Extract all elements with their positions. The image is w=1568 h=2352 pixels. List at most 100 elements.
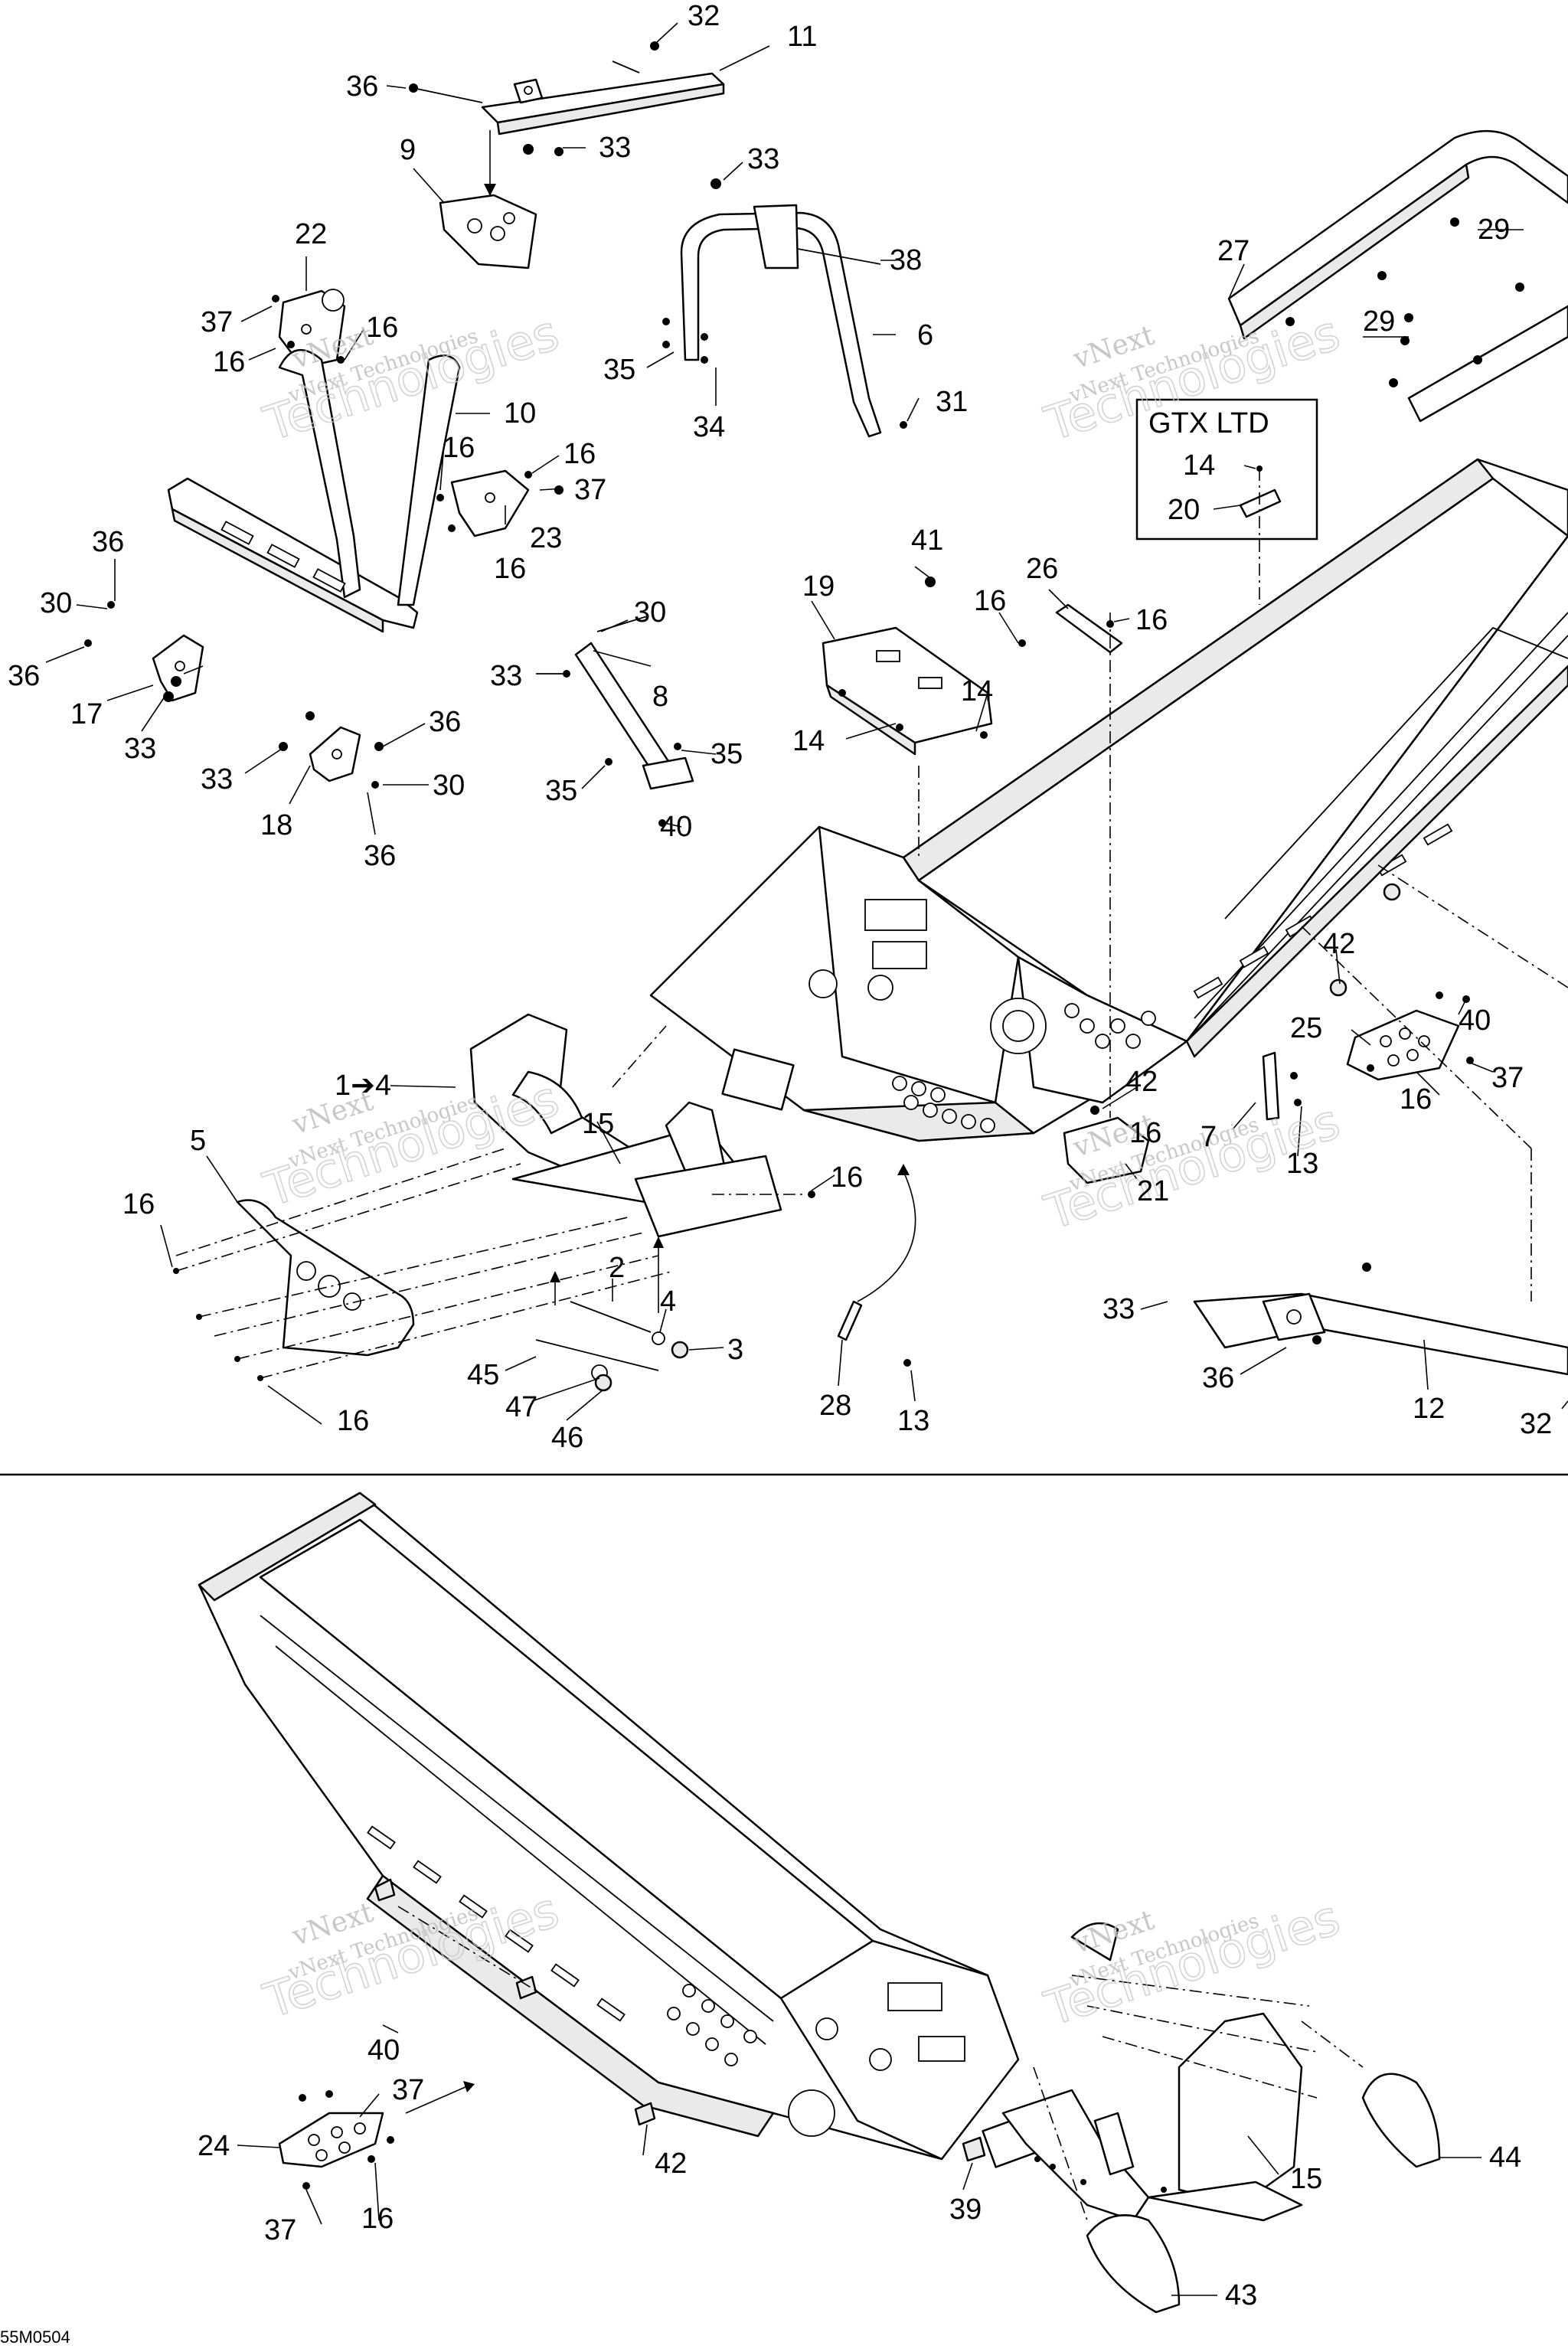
bottom-rubbers (374, 1878, 986, 2162)
callout-14: 14 (792, 725, 825, 757)
callout-37: 37 (201, 306, 233, 338)
callout-34: 34 (693, 411, 725, 443)
main-chassis-bottom (198, 1491, 1047, 2168)
hardware-dots-bottom (299, 2090, 1167, 2193)
callout-10: 10 (504, 397, 536, 430)
callout-32: 32 (688, 0, 720, 32)
callout-35: 35 (710, 738, 743, 770)
callout-31: 31 (936, 386, 968, 418)
callout-39: 39 (949, 2194, 982, 2226)
callout-47: 47 (505, 1391, 537, 1423)
callout-12: 12 (1413, 1393, 1445, 1425)
callout-42: 42 (1125, 1066, 1158, 1098)
callout-7: 7 (1200, 1121, 1217, 1153)
running-board-slots-bottom (367, 1825, 626, 2022)
callout-45: 45 (467, 1359, 499, 1391)
watermark-text: Technologies (1038, 1890, 1346, 2037)
callout-44: 44 (1489, 2141, 1521, 2174)
callout-36: 36 (1202, 1362, 1234, 1394)
part-24-footrest (278, 2081, 475, 2168)
callout-46: 46 (551, 1422, 583, 1454)
part-8-rod (574, 616, 694, 790)
part-28-pin (837, 1300, 863, 1341)
gtx-ltd-inset (1135, 398, 1318, 541)
callout-33: 33 (490, 660, 522, 692)
callout-38: 38 (890, 244, 922, 276)
callout-21: 21 (1137, 1175, 1169, 1207)
chassis-holes-bottom (667, 1984, 757, 2066)
callout-36: 36 (92, 526, 124, 558)
callout-16: 16 (564, 438, 596, 470)
callout-35: 35 (603, 354, 635, 386)
callout-19: 19 (802, 570, 835, 603)
callout-32: 32 (1520, 1408, 1552, 1440)
part-15-engine-mount-bottom (1001, 2012, 1303, 2222)
callout-27: 27 (1217, 235, 1250, 267)
callout-35: 35 (545, 775, 577, 807)
callout-30: 30 (433, 769, 465, 802)
part-11-bar (413, 60, 725, 136)
callout-6: 6 (917, 319, 933, 351)
callout-13: 13 (897, 1405, 929, 1437)
part-5-plate (236, 1199, 415, 1357)
callout-33: 33 (1102, 1293, 1135, 1325)
callout-9: 9 (400, 134, 416, 166)
callout-16: 16 (122, 1188, 155, 1220)
main-chassis-top (649, 458, 1568, 1142)
callout-33: 33 (124, 733, 156, 765)
callout-26: 26 (1026, 553, 1058, 585)
callout-29: 29 (1478, 214, 1510, 246)
callout-42: 42 (1323, 928, 1355, 960)
callout-16: 16 (337, 1405, 369, 1437)
part-9-bracket (439, 130, 537, 270)
hardware-dots-top (84, 41, 1524, 1381)
figure-code: 55M0504 (0, 2328, 70, 2347)
callout-33: 33 (201, 763, 233, 795)
part-12-rear-bar (1193, 1292, 1568, 1376)
part-23-bracket (450, 469, 530, 537)
callout-16: 16 (494, 553, 526, 585)
callout-30: 30 (40, 587, 72, 619)
callout-28: 28 (819, 1390, 851, 1422)
callout-4: 4 (660, 1285, 676, 1318)
callout-36: 36 (364, 840, 396, 872)
callout-labels: 32 11 36 33 9 33 38 22 37 16 16 10 6 35 … (8, 0, 1552, 2311)
part-17-bracket (152, 634, 204, 702)
assembly-lines-bottom (397, 1906, 1364, 2221)
callout-5: 5 (190, 1125, 206, 1157)
part-18-bracket (309, 726, 361, 782)
callout-40: 40 (368, 2034, 400, 2066)
part-26-handle (1055, 603, 1123, 654)
callout-22: 22 (295, 218, 327, 250)
part-27-rear-rail (1227, 129, 1568, 423)
part-19-console (822, 626, 993, 756)
part-15-mount (634, 1155, 782, 1238)
callout-15: 15 (582, 1108, 614, 1140)
callout-42: 42 (655, 2148, 687, 2180)
callout-40: 40 (1459, 1004, 1491, 1037)
callout-11: 11 (787, 21, 817, 53)
callout-33: 33 (747, 143, 779, 175)
callout-15: 15 (1290, 2163, 1322, 2195)
callout-37: 37 (392, 2074, 424, 2106)
callout-23: 23 (530, 522, 562, 554)
callout-40: 40 (660, 811, 692, 843)
part-7-strap (1262, 1051, 1280, 1121)
callout-30: 30 (634, 596, 666, 629)
callout-37: 37 (1491, 1062, 1524, 1094)
callout-16: 16 (1135, 604, 1168, 636)
part-43-pad (1086, 2214, 1181, 2314)
hardware-2-3-4-45-46-47 (535, 1236, 689, 1392)
callout-2: 2 (609, 1252, 625, 1284)
callout-16: 16 (1129, 1117, 1161, 1149)
callout-16: 16 (366, 312, 398, 344)
callout-37: 37 (574, 474, 606, 506)
callout-20: 20 (1168, 494, 1200, 526)
callout-17: 17 (70, 698, 103, 730)
callout-36: 36 (429, 706, 461, 738)
callout-3: 3 (727, 1334, 743, 1366)
part-25-footrest (1346, 1009, 1460, 1081)
callout-36: 36 (8, 660, 40, 692)
callout-1-to-4: 1➔4 (335, 1070, 391, 1102)
